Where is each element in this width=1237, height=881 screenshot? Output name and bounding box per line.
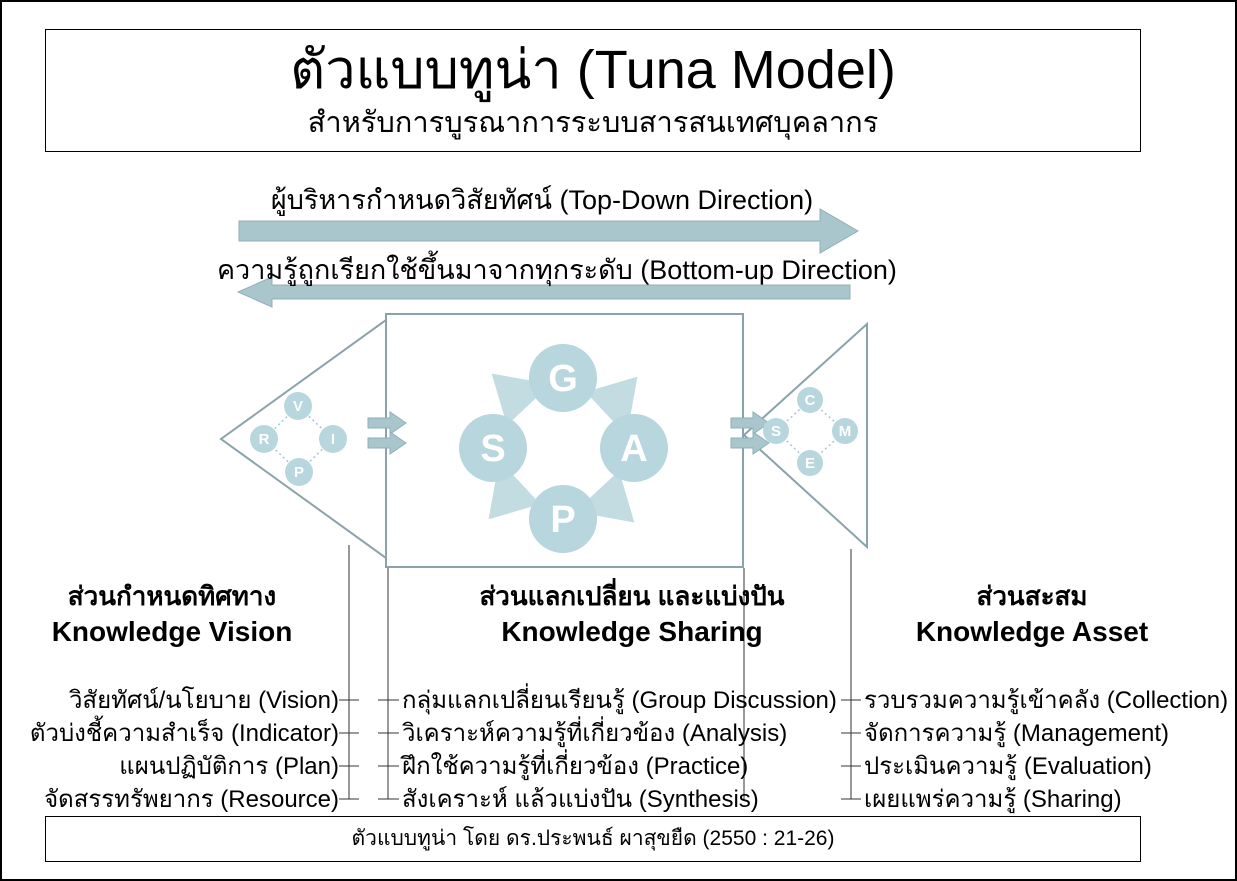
sharing-nodes: G S A P [459, 344, 668, 553]
vision-items-list: วิสัยทัศน์/นโยบาย (Vision) ตัวบ่งชี้ความ… [17, 684, 339, 816]
node-s2-label: S [771, 423, 781, 440]
node-p-circle [529, 485, 597, 553]
node-a-circle [600, 414, 668, 482]
node-g-label: G [548, 358, 578, 400]
list-item: สังเคราะห์ แล้วแบ่งปัน (Synthesis) [402, 786, 759, 813]
section-vision-english: Knowledge Vision [51, 616, 293, 647]
node-c-circle [797, 387, 823, 413]
node-m-circle [832, 418, 858, 444]
section-asset-thai: ส่วนสะสม [976, 581, 1088, 611]
list-item: เผยแพร่ความรู้ (Sharing) [864, 786, 1122, 813]
list-item: ตัวบ่งชี้ความสำเร็จ (Indicator) [29, 720, 339, 747]
fish-head-triangle [742, 321, 868, 550]
list-item: กลุ่มแลกเปลี่ยนเรียนรู้ (Group Discussio… [402, 687, 837, 714]
section-knowledge-asset: ส่วนสะสม Knowledge Asset [872, 579, 1192, 651]
node-g-circle [529, 344, 597, 412]
node-p2-label: P [294, 464, 304, 481]
node-p2-circle [285, 458, 313, 486]
section-vision-thai: ส่วนกำหนดทิศทาง [67, 581, 277, 611]
asset-items-list: รวบรวมความรู้เข้าคลัง (Collection) จัดกา… [864, 684, 1234, 816]
section-knowledge-vision: ส่วนกำหนดทิศทาง Knowledge Vision [17, 579, 327, 651]
section-knowledge-sharing: ส่วนแลกเปลี่ยน และแบ่งปัน Knowledge Shar… [447, 579, 817, 651]
top-down-arrow-label: ผู้บริหารกำหนดวิสัยทัศน์ (Top-Down Direc… [270, 185, 814, 215]
list-item: ฝึกใช้ความรู้ที่เกี่ยวข้อง (Practice) [402, 753, 749, 780]
list-item: แผนปฏิบัติการ (Plan) [119, 753, 339, 780]
list-item: จัดการความรู้ (Management) [864, 720, 1170, 747]
citation-text: ตัวแบบทูน่า โดย ดร.ประพนธ์ ผาสุขยืด (255… [351, 827, 835, 850]
citation-box: ตัวแบบทูน่า โดย ดร.ประพนธ์ ผาสุขยืด (255… [45, 816, 1141, 862]
asset-nodes: C S M E [763, 387, 858, 476]
list-item-ticks [339, 699, 861, 800]
vision-nodes: V R I P [250, 392, 347, 486]
page-title: ตัวแบบทูน่า (Tuna Model) [290, 40, 896, 100]
node-c-label: C [805, 392, 816, 409]
node-v-label: V [293, 398, 303, 415]
node-e-circle [797, 450, 823, 476]
sharing-items-list: กลุ่มแลกเปลี่ยนเรียนรู้ (Group Discussio… [402, 684, 862, 816]
node-p-label: P [550, 499, 575, 541]
node-m-label: M [839, 423, 852, 440]
node-a-label: A [620, 428, 647, 470]
node-i-label: I [331, 431, 335, 448]
node-v-circle [284, 392, 312, 420]
flow-arrows-left [367, 411, 407, 455]
node-s2-circle [763, 418, 789, 444]
bottom-up-arrow-label: ความรู้ถูกเรียกใช้ขึ้นมาจากทุกระดับ (Bot… [217, 255, 897, 285]
top-down-arrow [238, 208, 859, 254]
node-i-circle [319, 425, 347, 453]
list-item: รวบรวมความรู้เข้าคลัง (Collection) [864, 687, 1229, 714]
section-asset-english: Knowledge Asset [915, 616, 1149, 647]
list-item: วิเคราะห์ความรู้ที่เกี่ยวข้อง (Analysis) [402, 720, 788, 747]
node-e-label: E [805, 455, 815, 472]
node-r-circle [250, 425, 278, 453]
section-sharing-thai: ส่วนแลกเปลี่ยน และแบ่งปัน [479, 581, 785, 611]
node-s-circle [459, 414, 527, 482]
list-item: จัดสรรทรัพยากร (Resource) [44, 786, 339, 813]
fish-tail-triangle [219, 318, 387, 560]
section-connector-lines [348, 545, 852, 799]
node-r-label: R [259, 431, 270, 448]
bottom-up-arrow [236, 276, 851, 308]
section-sharing-english: Knowledge Sharing [501, 616, 763, 647]
page-subtitle: สำหรับการบูรณาการระบบสารสนเทศบุคลากร [307, 107, 879, 139]
title-box: ตัวแบบทูน่า (Tuna Model) สำหรับการบูรณาก… [45, 29, 1141, 152]
list-item: ประเมินความรู้ (Evaluation) [864, 753, 1152, 780]
list-item: วิสัยทัศน์/นโยบาย (Vision) [68, 687, 339, 714]
flow-arrows-right [730, 411, 770, 455]
node-s-label: S [480, 428, 505, 470]
sharing-cycle-arrows [488, 373, 638, 523]
